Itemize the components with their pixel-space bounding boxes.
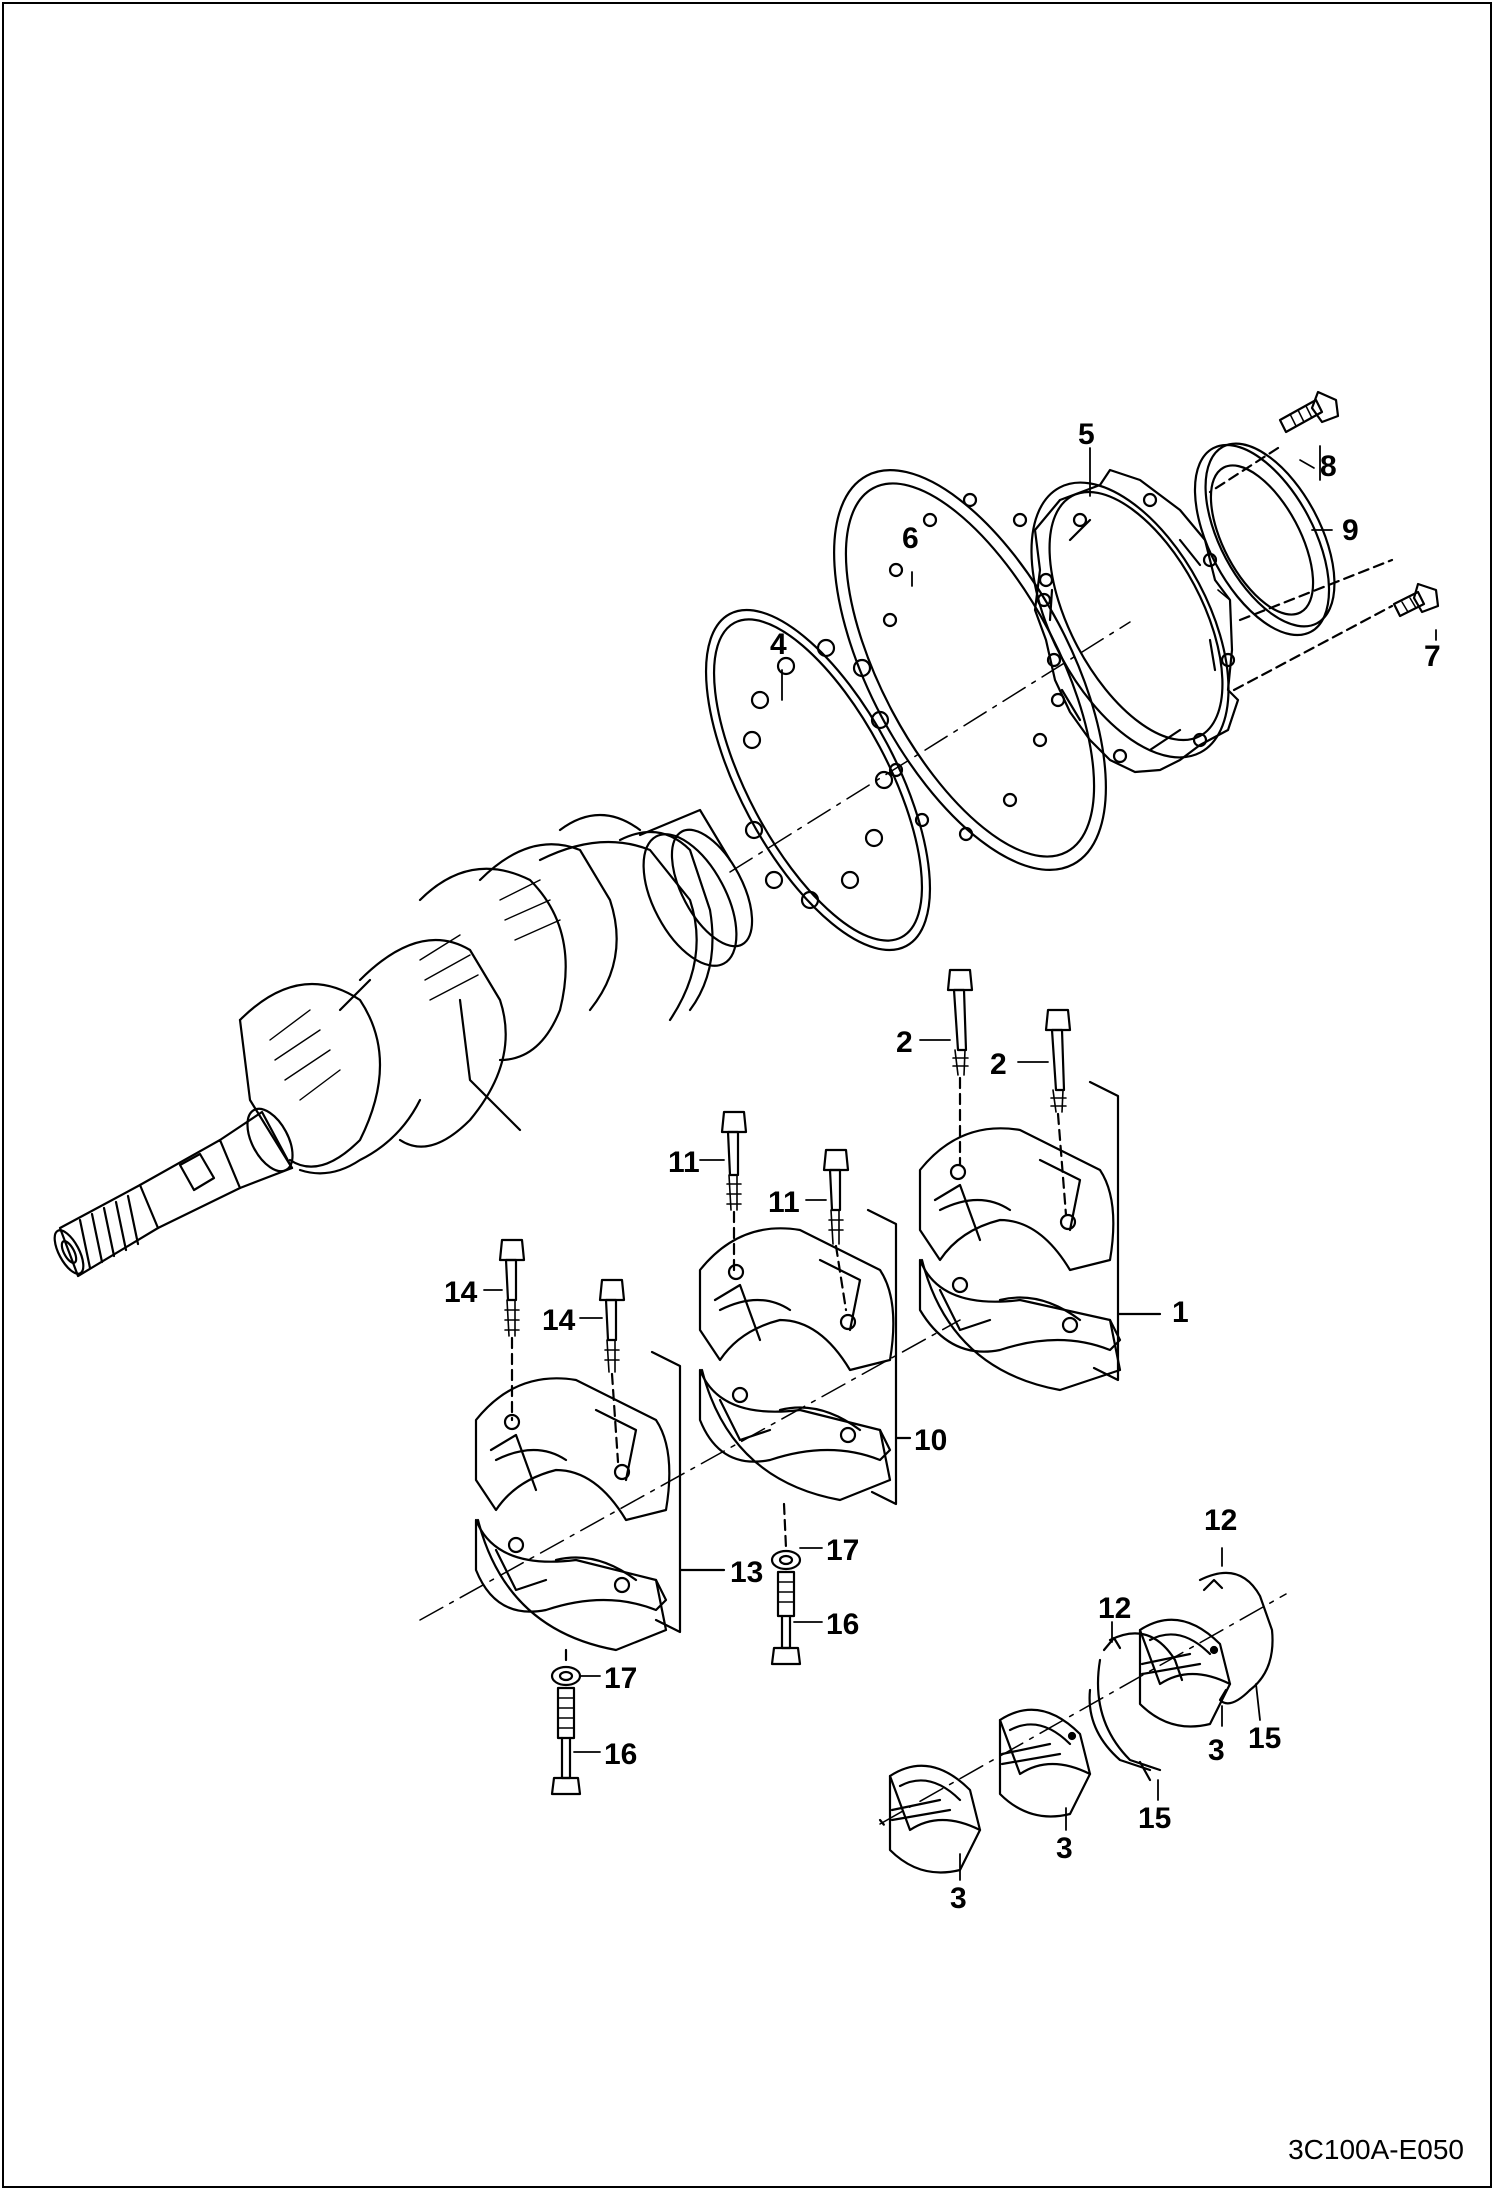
callout-16a: 16 bbox=[826, 1608, 859, 1641]
callout-11a: 11 bbox=[668, 1146, 700, 1179]
bolt-part-11-right bbox=[822, 1148, 850, 1312]
callout-5: 5 bbox=[1078, 418, 1095, 451]
callout-11b: 11 bbox=[768, 1186, 800, 1219]
bracket-part-13 bbox=[650, 1350, 726, 1634]
gasket-part-6 bbox=[833, 469, 1107, 871]
thrust-washer-part-12-mid bbox=[1096, 1632, 1184, 1772]
callout-16b: 16 bbox=[604, 1738, 637, 1771]
centerline-caps bbox=[419, 1319, 961, 1621]
thrust-washer-part-15-mid bbox=[1088, 1688, 1152, 1782]
thrust-washer-part-15-right bbox=[1218, 1688, 1252, 1705]
main-bearing-cap-part-1 bbox=[918, 1127, 1122, 1392]
bracket-part-10 bbox=[866, 1208, 912, 1506]
oil-seal-part-9 bbox=[1193, 442, 1336, 637]
bolt-part-14-right bbox=[598, 1278, 626, 1464]
callout-7: 7 bbox=[1424, 640, 1441, 673]
callout-12a: 12 bbox=[1098, 1592, 1131, 1625]
callout-labels: 1 2 2 3 3 3 4 5 6 7 8 9 10 11 11 12 12 1… bbox=[444, 418, 1441, 1915]
callout-13: 13 bbox=[730, 1556, 763, 1589]
bolt-part-16-right bbox=[770, 1502, 802, 1666]
drawing-code: 3C100A-E050 bbox=[1288, 2134, 1464, 2165]
callout-2b: 2 bbox=[990, 1048, 1007, 1081]
callout-6: 6 bbox=[902, 522, 919, 555]
callout-15b: 15 bbox=[1248, 1722, 1281, 1755]
leader-lines bbox=[483, 445, 1437, 1881]
callout-10: 10 bbox=[914, 1424, 947, 1457]
callout-17b: 17 bbox=[604, 1662, 637, 1695]
washer-part-17-left bbox=[550, 1665, 582, 1687]
callout-3b: 3 bbox=[1056, 1832, 1073, 1865]
callout-3a: 3 bbox=[950, 1882, 967, 1915]
callout-17a: 17 bbox=[826, 1534, 859, 1567]
centerline-main bbox=[729, 621, 1131, 873]
bolt-part-16-left bbox=[550, 1648, 582, 1796]
callout-15a: 15 bbox=[1138, 1802, 1171, 1835]
bearing-shell-part-3-left bbox=[878, 1764, 982, 1874]
leader-line-7 bbox=[1238, 558, 1394, 622]
bolt-part-11-left bbox=[720, 1110, 748, 1272]
callout-1: 1 bbox=[1172, 1296, 1189, 1329]
callout-2a: 2 bbox=[896, 1026, 913, 1059]
callout-4: 4 bbox=[770, 628, 787, 661]
crankshaft bbox=[53, 808, 754, 1278]
gasket-ring-part-4 bbox=[704, 608, 932, 952]
centerline-bearings bbox=[879, 1593, 1287, 1825]
callout-14b: 14 bbox=[542, 1304, 576, 1337]
callout-3c: 3 bbox=[1208, 1734, 1225, 1767]
bolt-part-14-left bbox=[498, 1238, 526, 1422]
main-bearing-cap-part-10 bbox=[698, 1227, 895, 1502]
bearing-shell-part-3-right bbox=[1138, 1618, 1232, 1728]
callout-14a: 14 bbox=[444, 1276, 478, 1309]
thrust-washer-part-12-right bbox=[1198, 1571, 1274, 1692]
bolt-part-2-left bbox=[946, 968, 974, 1167]
main-bearing-cap-part-13 bbox=[474, 1377, 671, 1652]
callout-12b: 12 bbox=[1204, 1504, 1237, 1537]
bolt-part-8 bbox=[1208, 390, 1340, 494]
bolt-part-2-right bbox=[1044, 1008, 1072, 1217]
callout-8: 8 bbox=[1320, 450, 1337, 483]
callout-9: 9 bbox=[1342, 514, 1359, 547]
bracket-part-1 bbox=[1088, 1080, 1162, 1382]
washer-part-17-right bbox=[770, 1549, 802, 1571]
bearing-shell-part-3-mid bbox=[998, 1708, 1092, 1818]
bolt-part-7 bbox=[1232, 582, 1440, 692]
seal-retainer-part-5 bbox=[1030, 468, 1240, 774]
